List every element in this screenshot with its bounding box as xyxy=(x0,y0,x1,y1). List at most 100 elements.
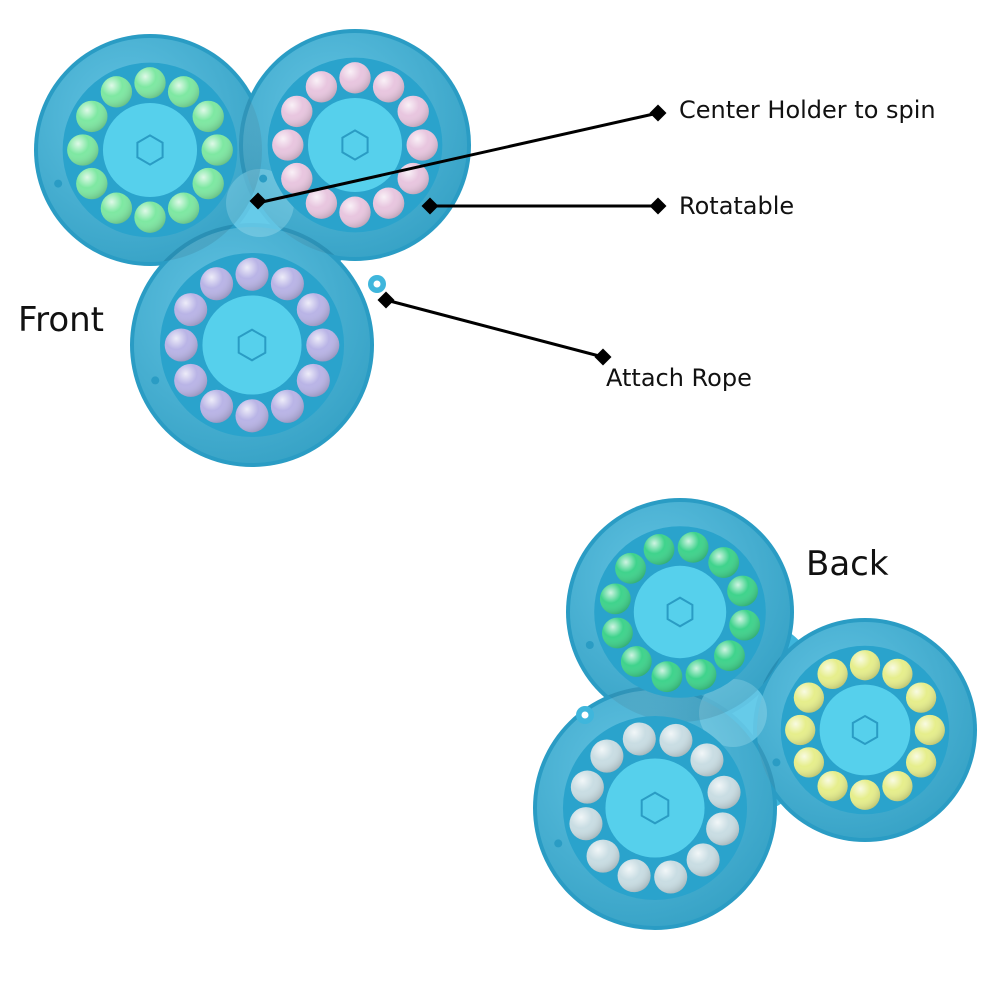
callout-lines xyxy=(249,104,667,366)
ball-highlight xyxy=(905,747,937,778)
ball-highlight xyxy=(281,162,313,195)
ball-highlight xyxy=(174,363,208,397)
ball-highlight xyxy=(76,100,108,133)
ball-highlight xyxy=(372,71,405,103)
ball-highlight xyxy=(201,134,233,166)
ball-highlight xyxy=(134,67,166,99)
ball-highlight xyxy=(164,328,198,362)
ball-highlight xyxy=(174,293,208,327)
ball-highlight xyxy=(100,76,133,108)
ball-highlight xyxy=(708,547,740,578)
ball-highlight xyxy=(643,534,675,565)
ball-highlight xyxy=(882,658,913,690)
ball-highlight xyxy=(76,167,108,200)
ball-highlight xyxy=(622,722,656,756)
ball-tray-lavender xyxy=(159,252,345,438)
ball-tray-pink xyxy=(267,57,443,233)
ball-highlight xyxy=(570,770,604,804)
ball-highlight xyxy=(617,859,651,893)
ball-highlight xyxy=(235,257,269,291)
ball-highlight xyxy=(569,807,603,841)
ball-highlight xyxy=(339,62,371,94)
ball-highlight xyxy=(849,779,881,810)
ball-highlight xyxy=(372,187,405,219)
ball-highlight xyxy=(817,658,848,690)
ball-highlight xyxy=(281,95,313,128)
center-holder-label: Center Holder to spin xyxy=(679,96,936,124)
rope-hole xyxy=(373,280,381,288)
hexagon-mark xyxy=(237,328,267,362)
ball-highlight xyxy=(397,95,429,128)
ball-highlight xyxy=(200,267,234,301)
hexagon-mark xyxy=(136,134,164,166)
ball-highlight xyxy=(651,661,683,693)
ball-highlight xyxy=(305,71,338,103)
ball-highlight xyxy=(270,389,304,423)
ball-tray-yellow xyxy=(780,645,950,815)
ball-highlight xyxy=(296,293,330,327)
ball-highlight xyxy=(305,187,338,219)
ball-highlight xyxy=(686,843,720,877)
ball-highlight xyxy=(659,723,693,757)
screw-hole xyxy=(151,376,160,385)
ball-highlight xyxy=(817,770,848,802)
ball-highlight xyxy=(406,129,438,161)
rotating-disc xyxy=(307,97,403,193)
hexagon-mark xyxy=(851,714,879,746)
ball-highlight xyxy=(235,399,269,433)
pointer-attach-rope xyxy=(385,298,604,359)
screw-hole xyxy=(259,174,268,183)
screw-hole xyxy=(772,758,781,767)
ball-highlight xyxy=(599,583,631,615)
ball-tray-light-grey xyxy=(562,715,748,901)
ball-highlight xyxy=(306,328,340,362)
ball-highlight xyxy=(905,682,937,713)
ball-highlight xyxy=(685,659,717,690)
rotating-disc xyxy=(202,295,302,395)
ball-highlight xyxy=(785,714,816,746)
ball-highlight xyxy=(914,714,945,746)
screw-hole xyxy=(54,179,63,188)
ball-tray-green xyxy=(594,526,766,698)
ball-trays xyxy=(562,526,950,901)
spinner-back xyxy=(533,498,977,930)
ball-highlight xyxy=(134,201,166,233)
ball-tray-green xyxy=(62,62,238,238)
pointer-diamond xyxy=(421,197,439,215)
ball-highlight xyxy=(602,617,633,649)
attach-rope-label: Attach Rope xyxy=(606,364,752,392)
ball-highlight xyxy=(727,575,758,607)
rotating-disc xyxy=(605,758,705,858)
ball-highlight xyxy=(192,167,224,200)
ball-highlight xyxy=(707,775,741,809)
screw-hole xyxy=(554,839,563,848)
ball-highlight xyxy=(167,76,200,108)
ball-highlight xyxy=(586,839,620,873)
rotatable-label: Rotatable xyxy=(679,192,795,220)
ball-highlight xyxy=(793,747,825,778)
ball-highlight xyxy=(167,192,200,224)
spinner-front xyxy=(34,29,471,467)
back-label: Back xyxy=(806,544,889,584)
ball-trays xyxy=(62,57,443,438)
ball-highlight xyxy=(729,609,761,641)
pointer-diamond xyxy=(649,197,667,215)
pointer-diamond xyxy=(249,192,267,210)
ball-highlight xyxy=(620,646,652,677)
ball-highlight xyxy=(882,770,913,802)
ball-highlight xyxy=(714,640,745,672)
ball-highlight xyxy=(654,860,688,894)
pointer-diamond xyxy=(377,291,395,309)
rope-hole xyxy=(581,711,589,719)
hexagon-mark xyxy=(640,791,670,825)
ball-highlight xyxy=(677,531,709,563)
ball-highlight xyxy=(67,134,99,166)
pointer-diamond xyxy=(649,104,667,122)
ball-highlight xyxy=(615,552,646,584)
ball-highlight xyxy=(339,196,371,228)
rotating-disc xyxy=(819,684,911,776)
ball-highlight xyxy=(590,739,624,773)
ball-highlight xyxy=(100,192,133,224)
ball-highlight xyxy=(200,389,234,423)
